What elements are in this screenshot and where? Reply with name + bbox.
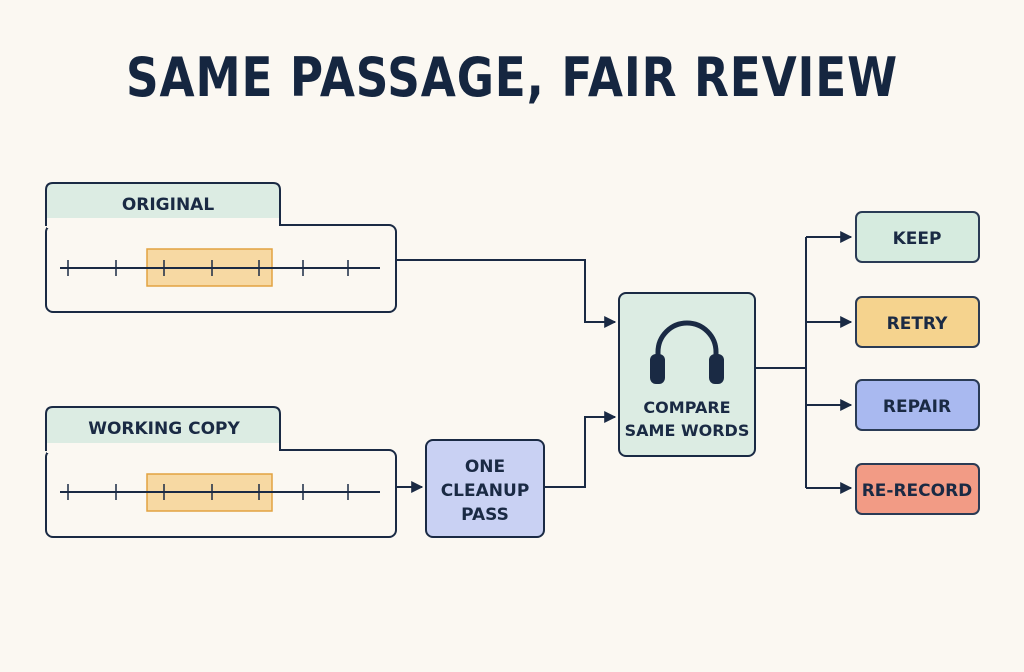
compare-line-1: COMPARE [643, 398, 730, 417]
cleanup-line-1: ONE [465, 457, 505, 477]
original-ticks [67, 260, 349, 276]
cleanup-pass-node: ONE CLEANUP PASS [425, 439, 545, 538]
original-label: ORIGINAL [122, 195, 215, 215]
outcome-re-record: RE-RECORD [855, 463, 980, 515]
page-title: SAME PASSAGE, FAIR REVIEW [126, 46, 898, 109]
connector-cleanup-to-compare [545, 411, 617, 488]
outcome-re-record-label: RE-RECORD [862, 481, 973, 501]
outcome-keep-label: KEEP [893, 229, 942, 249]
cleanup-line-2: CLEANUP [441, 481, 530, 501]
connector-original-to-compare [397, 259, 617, 328]
original-tab [45, 182, 281, 226]
connectors [397, 231, 853, 494]
outcome-retry-label: RETRY [887, 314, 948, 334]
compare-node: COMPARE SAME WORDS [618, 292, 756, 457]
working-copy-track: WORKING COPY [45, 406, 397, 538]
outcome-retry: RETRY [855, 296, 980, 348]
outcome-repair-label: REPAIR [883, 397, 951, 417]
outcome-keep: KEEP [855, 211, 980, 263]
original-track: ORIGINAL [45, 182, 397, 313]
cleanup-line-3: PASS [461, 505, 509, 525]
working-copy-ticks [67, 484, 349, 500]
working-copy-label: WORKING COPY [88, 419, 240, 439]
headphones-icon [650, 320, 724, 384]
compare-line-2: SAME WORDS [625, 421, 750, 440]
working-copy-tab [45, 406, 281, 451]
outcome-repair: REPAIR [855, 379, 980, 431]
